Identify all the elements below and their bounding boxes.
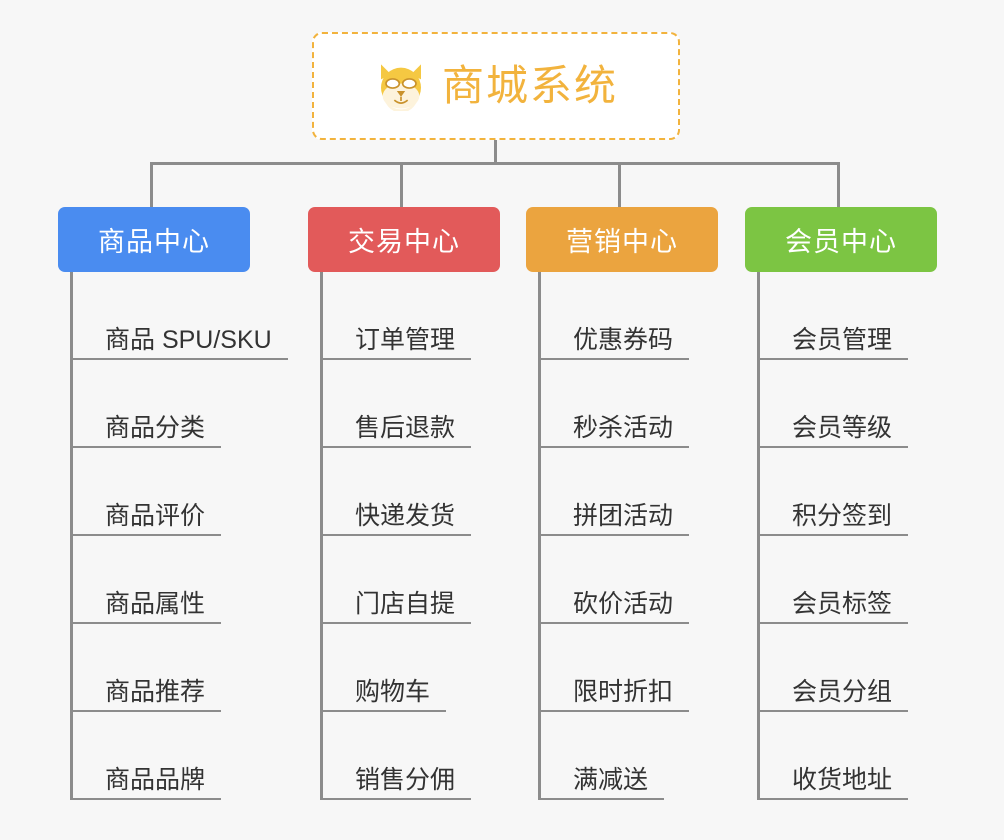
list-item[interactable]: 积分签到	[760, 448, 937, 536]
dog-face-icon	[380, 64, 421, 111]
list-item[interactable]: 满减送	[541, 712, 718, 800]
connector-drop-col-2	[400, 162, 403, 208]
leaf-underline	[541, 534, 689, 536]
leaf-label: 商品品牌	[105, 765, 206, 794]
leaf-label: 售后退款	[355, 413, 456, 442]
leaf-underline	[760, 446, 908, 448]
list-item[interactable]: 商品推荐	[73, 624, 250, 712]
leaf-list-1: 订单管理 售后退款 快递发货 门店自提 购物车 销售分佣	[320, 272, 500, 800]
list-item[interactable]: 商品分类	[73, 360, 250, 448]
leaf-underline	[541, 446, 689, 448]
list-item[interactable]: 门店自提	[323, 536, 500, 624]
leaf-underline	[323, 798, 471, 800]
leaf-underline	[323, 710, 446, 712]
leaf-label: 会员标签	[792, 589, 893, 618]
leaf-label: 购物车	[355, 677, 431, 706]
leaf-label: 满减送	[573, 765, 649, 794]
leaf-underline	[541, 622, 689, 624]
leaf-underline	[760, 534, 908, 536]
column-header-3[interactable]: 会员中心	[745, 207, 937, 272]
list-item[interactable]: 商品评价	[73, 448, 250, 536]
leaf-label: 会员等级	[792, 413, 893, 442]
leaf-underline	[541, 798, 664, 800]
list-item[interactable]: 售后退款	[323, 360, 500, 448]
leaf-label: 商品推荐	[105, 677, 206, 706]
leaf-underline	[323, 534, 471, 536]
list-item[interactable]: 限时折扣	[541, 624, 718, 712]
leaf-underline	[541, 710, 689, 712]
column-header-1[interactable]: 交易中心	[308, 207, 500, 272]
list-item[interactable]: 商品 SPU/SKU	[73, 272, 288, 360]
list-item[interactable]: 拼团活动	[541, 448, 718, 536]
leaf-label: 优惠券码	[573, 325, 674, 354]
leaf-underline	[760, 798, 908, 800]
list-item[interactable]: 会员分组	[760, 624, 937, 712]
column-header-2[interactable]: 营销中心	[526, 207, 718, 272]
connector-root-stem	[494, 140, 497, 164]
leaf-label: 会员分组	[792, 677, 893, 706]
leaf-label: 销售分佣	[355, 765, 456, 794]
leaf-label: 积分签到	[792, 501, 893, 530]
leaf-underline	[73, 446, 221, 448]
leaf-underline	[323, 358, 471, 360]
leaf-label: 商品评价	[105, 501, 206, 530]
leaf-underline	[323, 622, 471, 624]
leaf-list-2: 优惠券码 秒杀活动 拼团活动 砍价活动 限时折扣 满减送	[538, 272, 718, 800]
leaf-list-0: 商品 SPU/SKU 商品分类 商品评价 商品属性 商品推荐 商品品牌	[70, 272, 288, 800]
leaf-label: 商品 SPU/SKU	[105, 325, 272, 354]
leaf-underline	[73, 798, 221, 800]
list-item[interactable]: 商品属性	[73, 536, 250, 624]
root-node-title: 商城系统	[441, 62, 618, 109]
leaf-label: 收货地址	[792, 765, 893, 794]
leaf-label: 商品分类	[105, 413, 206, 442]
leaf-underline	[760, 622, 908, 624]
leaf-underline	[73, 710, 221, 712]
connector-drop-col-3	[618, 162, 621, 208]
list-item[interactable]: 快递发货	[323, 448, 500, 536]
column-member-center: 会员中心 会员管理 会员等级 积分签到 会员标签 会员分组 收货地址	[745, 207, 937, 800]
leaf-underline	[541, 358, 689, 360]
list-item[interactable]: 砍价活动	[541, 536, 718, 624]
connector-horizontal-bus	[150, 162, 840, 165]
leaf-underline	[323, 446, 471, 448]
leaf-underline	[760, 358, 908, 360]
list-item[interactable]: 优惠券码	[541, 272, 718, 360]
list-item[interactable]: 会员标签	[760, 536, 937, 624]
leaf-label: 订单管理	[355, 325, 456, 354]
leaf-label: 会员管理	[792, 325, 893, 354]
list-item[interactable]: 收货地址	[760, 712, 937, 800]
leaf-underline	[760, 710, 908, 712]
list-item[interactable]: 会员等级	[760, 360, 937, 448]
column-marketing-center: 营销中心 优惠券码 秒杀活动 拼团活动 砍价活动 限时折扣 满减送	[526, 207, 718, 800]
column-trade-center: 交易中心 订单管理 售后退款 快递发货 门店自提 购物车 销售分佣	[308, 207, 500, 800]
root-node-mall-system[interactable]: 商城系统	[312, 32, 680, 140]
leaf-underline	[73, 622, 221, 624]
list-item[interactable]: 秒杀活动	[541, 360, 718, 448]
leaf-underline	[73, 534, 221, 536]
leaf-label: 砍价活动	[573, 589, 674, 618]
connector-drop-col-4	[837, 162, 840, 208]
list-item[interactable]: 商品品牌	[73, 712, 250, 800]
list-item[interactable]: 购物车	[323, 624, 500, 712]
leaf-underline	[73, 358, 288, 360]
leaf-list-3: 会员管理 会员等级 积分签到 会员标签 会员分组 收货地址	[757, 272, 937, 800]
list-item[interactable]: 会员管理	[760, 272, 937, 360]
leaf-label: 门店自提	[355, 589, 456, 618]
connector-drop-col-1	[150, 162, 153, 208]
leaf-label: 限时折扣	[573, 677, 674, 706]
leaf-label: 快递发货	[355, 501, 456, 530]
list-item[interactable]: 订单管理	[323, 272, 500, 360]
leaf-label: 拼团活动	[573, 501, 674, 530]
column-header-0[interactable]: 商品中心	[58, 207, 250, 272]
leaf-label: 商品属性	[105, 589, 206, 618]
column-product-center: 商品中心 商品 SPU/SKU 商品分类 商品评价 商品属性 商品推荐 商品品牌	[58, 207, 288, 800]
leaf-label: 秒杀活动	[573, 413, 674, 442]
list-item[interactable]: 销售分佣	[323, 712, 500, 800]
